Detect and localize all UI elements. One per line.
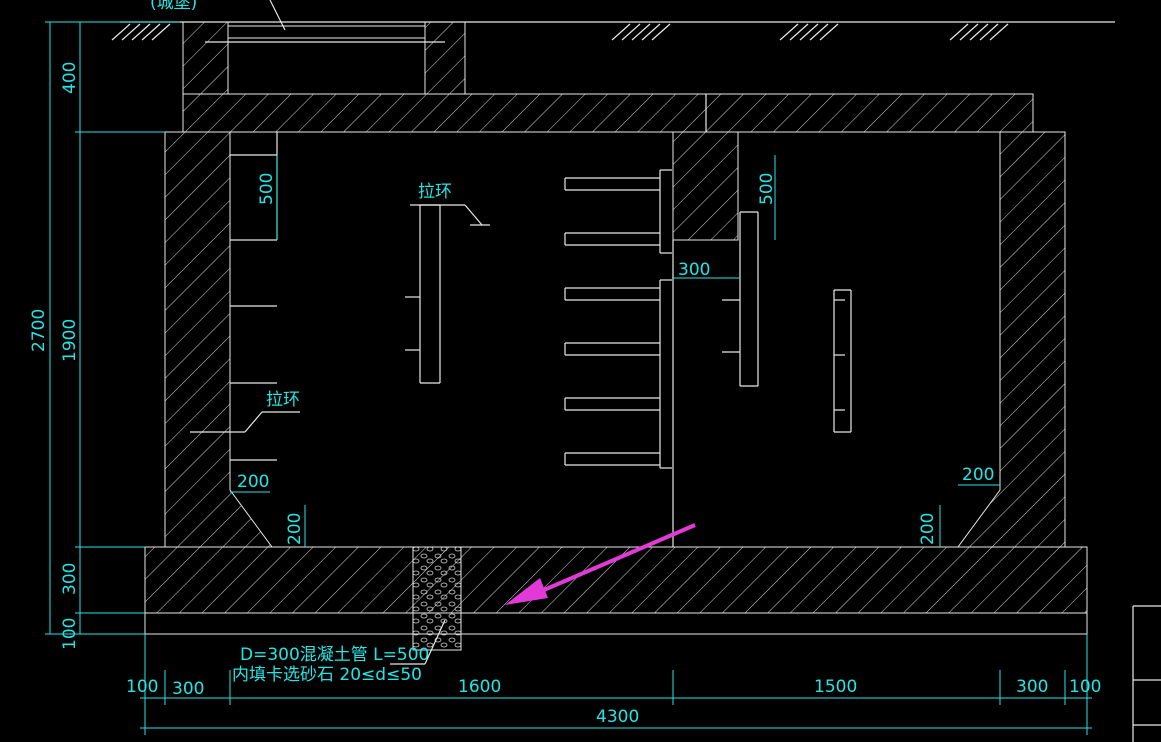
dim-haunch-right-h: 200 xyxy=(962,465,994,485)
dim-b-1500: 1500 xyxy=(814,677,857,697)
left-wall xyxy=(164,131,273,548)
dim-pit-500-right: 500 xyxy=(757,173,777,205)
cushion-layer xyxy=(144,612,1088,635)
pipe-note-line2: 内填卡选砂石 20≤d≤50 xyxy=(232,665,422,685)
title-block-edge xyxy=(1132,605,1161,742)
dim-h-100: 100 xyxy=(60,618,80,650)
interior-details xyxy=(230,132,852,469)
dim-h-400: 400 xyxy=(60,62,80,94)
drain-pipe xyxy=(412,546,462,651)
dim-b-1600: 1600 xyxy=(458,677,501,697)
dim-offset-300: 300 xyxy=(678,260,710,280)
bottom-dimension-lines xyxy=(140,634,1092,735)
pull-ring-label-left: 拉环 xyxy=(266,390,300,410)
dim-haunch-left-h: 200 xyxy=(237,472,269,492)
dim-b-300-right: 300 xyxy=(1016,677,1048,697)
access-neck xyxy=(182,21,466,95)
dim-overall-height: 2700 xyxy=(29,309,49,352)
top-label: (城堡) xyxy=(150,0,197,13)
ground-line xyxy=(111,21,1115,41)
dim-h-1900: 1900 xyxy=(60,319,80,362)
dim-h-300: 300 xyxy=(60,563,80,595)
middle-wall xyxy=(672,131,739,241)
dim-b-300-left: 300 xyxy=(172,679,204,699)
ladder-rungs xyxy=(564,177,660,466)
dim-b-100-right: 100 xyxy=(1069,677,1101,697)
dim-pit-500-left: 500 xyxy=(257,173,277,205)
pointer-arrow xyxy=(505,523,696,605)
left-dimension-lines xyxy=(45,21,180,635)
top-slab xyxy=(182,93,1034,133)
dim-b-100-left: 100 xyxy=(126,677,158,697)
pipe-note-line1: D=300混凝土管 L=500 xyxy=(240,645,429,665)
dim-haunch-right-v: 200 xyxy=(918,513,938,545)
pull-ring-label-center: 拉环 xyxy=(418,182,452,202)
dim-haunch-left-v: 200 xyxy=(285,513,305,545)
dim-b-total: 4300 xyxy=(596,707,639,727)
